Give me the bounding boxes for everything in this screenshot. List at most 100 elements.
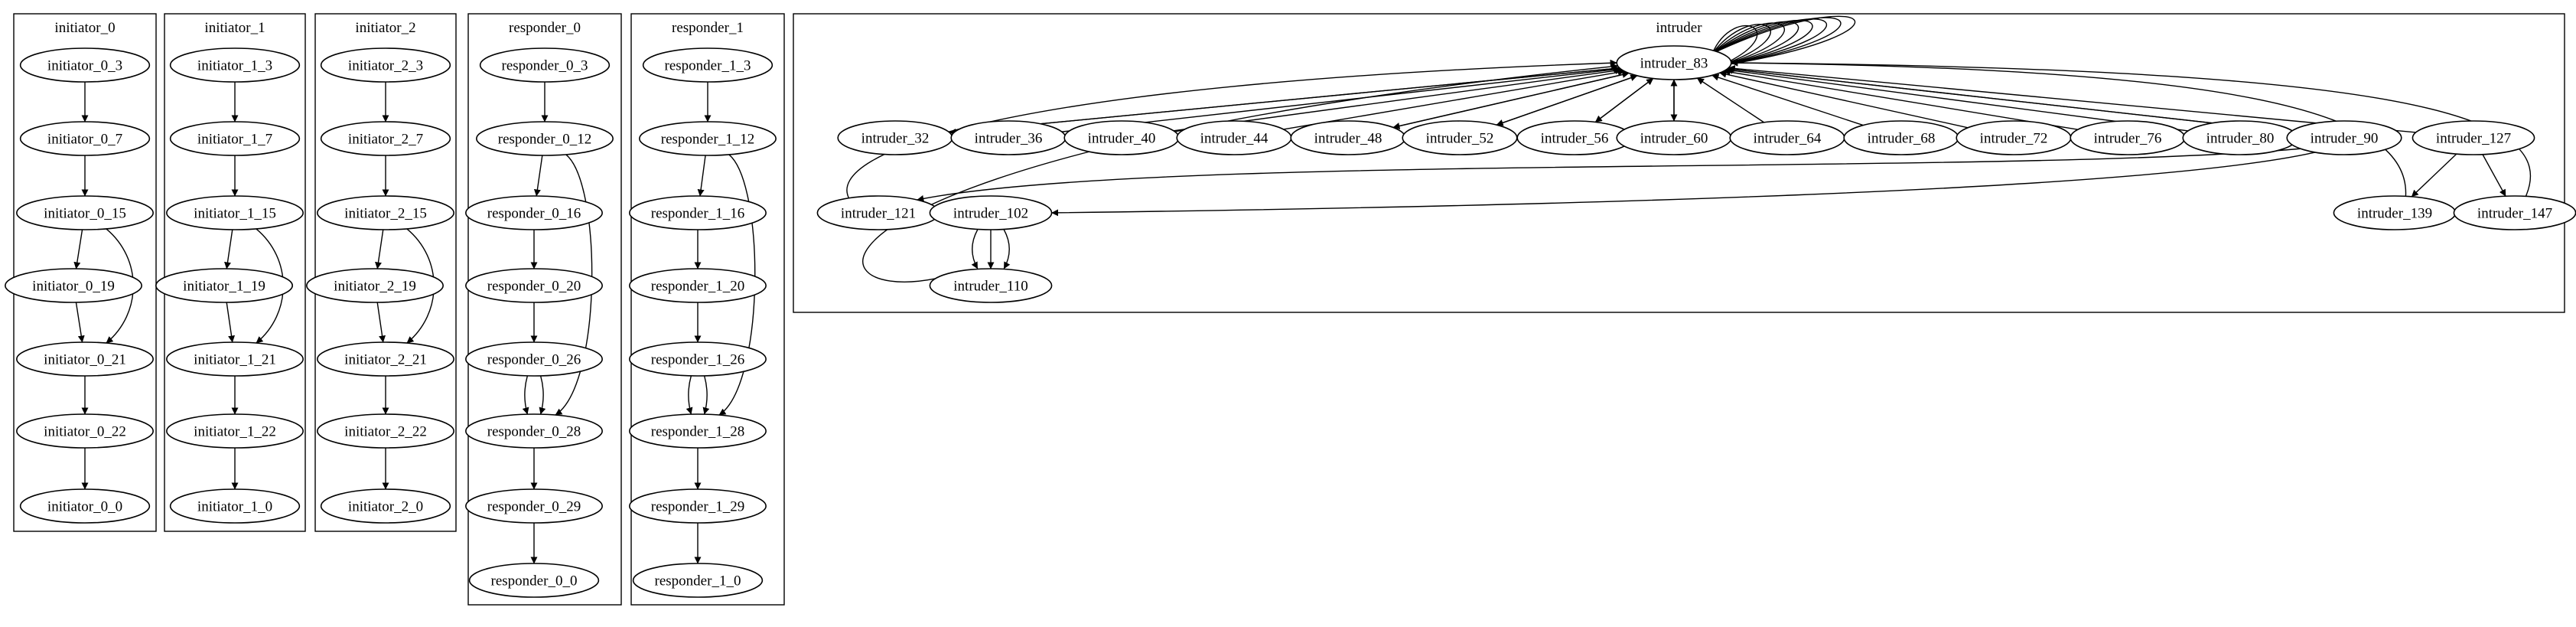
node-ellipse bbox=[2412, 120, 2535, 155]
node-responder-1-0[interactable]: responder_1_0 bbox=[632, 563, 764, 598]
node-initiator-2-0[interactable]: initiator_2_0 bbox=[320, 488, 451, 524]
node-label: initiator_2_7 bbox=[348, 132, 423, 148]
node-responder-0-20[interactable]: responder_0_20 bbox=[464, 268, 603, 303]
node-label: intruder_80 bbox=[2206, 131, 2275, 147]
node-ellipse bbox=[316, 413, 454, 449]
node-intruder-36[interactable]: intruder_36 bbox=[950, 120, 1067, 155]
edge-intruder-139-to-intruder-83 bbox=[1731, 59, 2407, 197]
node-responder-1-16[interactable]: responder_1_16 bbox=[628, 195, 767, 230]
node-responder-1-12[interactable]: responder_1_12 bbox=[638, 121, 777, 156]
node-intruder-110[interactable]: intruder_110 bbox=[929, 268, 1053, 303]
node-ellipse bbox=[19, 488, 151, 524]
edge-initiator-0-15-to-initiator-0-19 bbox=[73, 229, 83, 269]
node-initiator-1-21[interactable]: initiator_1_21 bbox=[166, 341, 304, 377]
node-initiator-1-0[interactable]: initiator_1_0 bbox=[169, 488, 301, 524]
node-responder-0-3[interactable]: responder_0_3 bbox=[479, 47, 611, 83]
edge-intruder-72-to-intruder-83 bbox=[1719, 70, 1969, 129]
node-label: responder_1_0 bbox=[655, 573, 741, 589]
node-intruder-76[interactable]: intruder_76 bbox=[2070, 120, 2186, 155]
edge-intruder-147-to-intruder-83 bbox=[1731, 59, 2532, 197]
node-initiator-0-3[interactable]: initiator_0_3 bbox=[19, 47, 151, 83]
node-intruder-127[interactable]: intruder_127 bbox=[2412, 120, 2535, 155]
node-responder-1-3[interactable]: responder_1_3 bbox=[642, 47, 773, 83]
node-intruder-83[interactable]: intruder_83 bbox=[1616, 45, 1732, 80]
node-responder-1-29[interactable]: responder_1_29 bbox=[628, 488, 767, 524]
node-ellipse bbox=[929, 268, 1053, 303]
node-label: initiator_1_19 bbox=[183, 279, 265, 295]
node-initiator-1-15[interactable]: initiator_1_15 bbox=[166, 195, 304, 230]
node-responder-0-0[interactable]: responder_0_0 bbox=[468, 563, 600, 598]
node-initiator-0-19[interactable]: initiator_0_19 bbox=[5, 268, 142, 303]
node-intruder-56[interactable]: intruder_56 bbox=[1516, 120, 1633, 155]
edge-layer bbox=[73, 15, 2532, 564]
node-intruder-48[interactable]: intruder_48 bbox=[1290, 120, 1406, 155]
node-initiator-0-15[interactable]: initiator_0_15 bbox=[16, 195, 154, 230]
node-ellipse bbox=[169, 488, 301, 524]
node-label: initiator_0_21 bbox=[44, 352, 126, 368]
node-initiator-0-22[interactable]: initiator_0_22 bbox=[16, 413, 154, 449]
edge-intruder-90-to-intruder-102 bbox=[1051, 152, 2316, 217]
node-intruder-90[interactable]: intruder_90 bbox=[2286, 120, 2402, 155]
node-ellipse bbox=[320, 47, 451, 83]
node-label: initiator_0_0 bbox=[47, 499, 122, 515]
node-responder-1-28[interactable]: responder_1_28 bbox=[628, 413, 767, 449]
node-ellipse bbox=[316, 195, 454, 230]
node-ellipse bbox=[464, 341, 603, 377]
node-intruder-64[interactable]: intruder_64 bbox=[1729, 120, 1845, 155]
node-intruder-60[interactable]: intruder_60 bbox=[1616, 120, 1732, 155]
edge-responder-1-12-to-responder-1-16 bbox=[697, 155, 706, 197]
node-initiator-2-3[interactable]: initiator_2_3 bbox=[320, 47, 451, 83]
node-label: intruder_56 bbox=[1541, 131, 1609, 147]
node-ellipse bbox=[16, 195, 154, 230]
node-intruder-44[interactable]: intruder_44 bbox=[1176, 120, 1292, 155]
edge-intruder-83-loop bbox=[1711, 19, 1813, 67]
cluster-responder-0: responder_0 bbox=[467, 13, 622, 606]
node-intruder-52[interactable]: intruder_52 bbox=[1402, 120, 1518, 155]
node-intruder-147[interactable]: intruder_147 bbox=[2453, 195, 2576, 230]
edge-initiator-1-19-to-initiator-1-21 bbox=[226, 302, 236, 343]
node-initiator-0-7[interactable]: initiator_0_7 bbox=[19, 121, 151, 156]
node-ellipse bbox=[464, 488, 603, 524]
node-initiator-2-15[interactable]: initiator_2_15 bbox=[316, 195, 454, 230]
edge-intruder-83-loop bbox=[1711, 17, 1842, 67]
node-responder-0-28[interactable]: responder_0_28 bbox=[464, 413, 603, 449]
node-ellipse bbox=[628, 195, 767, 230]
node-initiator-0-21[interactable]: initiator_0_21 bbox=[16, 341, 154, 377]
node-initiator-2-21[interactable]: initiator_2_21 bbox=[316, 341, 454, 377]
node-responder-0-16[interactable]: responder_0_16 bbox=[464, 195, 603, 230]
node-intruder-68[interactable]: intruder_68 bbox=[1843, 120, 1959, 155]
node-initiator-2-19[interactable]: initiator_2_19 bbox=[305, 268, 444, 303]
node-initiator-1-7[interactable]: initiator_1_7 bbox=[169, 121, 301, 156]
node-initiator-1-3[interactable]: initiator_1_3 bbox=[169, 47, 301, 83]
node-ellipse bbox=[475, 121, 614, 156]
node-responder-0-12[interactable]: responder_0_12 bbox=[475, 121, 614, 156]
node-intruder-121[interactable]: intruder_121 bbox=[816, 195, 940, 230]
cluster-label: responder_1 bbox=[672, 20, 744, 36]
node-intruder-80[interactable]: intruder_80 bbox=[2182, 120, 2298, 155]
node-ellipse bbox=[1616, 45, 1732, 80]
node-intruder-32[interactable]: intruder_32 bbox=[837, 120, 953, 155]
edge-intruder-83-to-intruder-48 bbox=[1392, 72, 1630, 129]
node-initiator-1-22[interactable]: initiator_1_22 bbox=[166, 413, 304, 449]
node-intruder-102[interactable]: intruder_102 bbox=[929, 195, 1053, 230]
node-initiator-2-22[interactable]: initiator_2_22 bbox=[316, 413, 454, 449]
node-responder-0-26[interactable]: responder_0_26 bbox=[464, 341, 603, 377]
node-intruder-72[interactable]: intruder_72 bbox=[1956, 120, 2072, 155]
node-responder-0-29[interactable]: responder_0_29 bbox=[464, 488, 603, 524]
edge-responder-0-26-to-responder-0-28 bbox=[522, 375, 529, 415]
edge-intruder-83-loop bbox=[1711, 15, 1856, 67]
node-responder-1-26[interactable]: responder_1_26 bbox=[628, 341, 767, 377]
node-initiator-2-7[interactable]: initiator_2_7 bbox=[320, 121, 451, 156]
node-ellipse bbox=[2286, 120, 2402, 155]
node-ellipse bbox=[638, 121, 777, 156]
node-responder-1-20[interactable]: responder_1_20 bbox=[628, 268, 767, 303]
node-ellipse bbox=[5, 268, 142, 303]
node-initiator-1-19[interactable]: initiator_1_19 bbox=[155, 268, 293, 303]
node-initiator-0-0[interactable]: initiator_0_0 bbox=[19, 488, 151, 524]
node-label: responder_0_0 bbox=[491, 573, 578, 589]
node-intruder-40[interactable]: intruder_40 bbox=[1063, 120, 1180, 155]
node-label: intruder_48 bbox=[1314, 131, 1382, 147]
cluster-box bbox=[164, 13, 306, 532]
node-label: intruder_40 bbox=[1088, 131, 1156, 147]
node-intruder-139[interactable]: intruder_139 bbox=[2333, 195, 2457, 230]
